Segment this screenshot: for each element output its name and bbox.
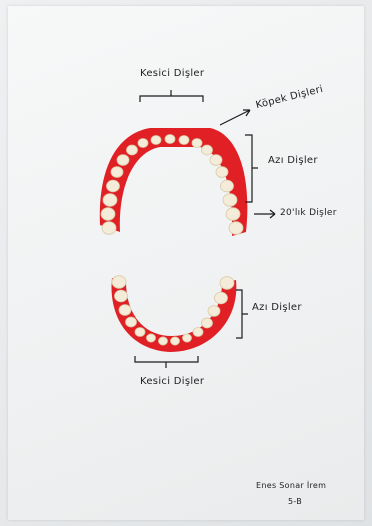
lower-tooth xyxy=(115,290,128,302)
bottom-molars-bracket xyxy=(236,290,248,338)
lower-tooth xyxy=(147,334,156,342)
lower-tooth xyxy=(171,337,180,345)
top-incisors-bracket xyxy=(140,90,203,102)
lower-tooth xyxy=(112,276,126,289)
upper-tooth xyxy=(226,208,240,221)
bottom-incisors-label: Kesici Dişler xyxy=(140,376,204,387)
lower-tooth xyxy=(126,317,137,327)
top-molars-bracket xyxy=(245,135,258,202)
upper-tooth xyxy=(210,155,222,166)
upper-tooth xyxy=(117,155,129,166)
upper-tooth xyxy=(202,145,213,155)
upper-tooth xyxy=(101,208,115,221)
signature-class: 5-B xyxy=(288,497,302,506)
top-incisors-label: Kesici Dişler xyxy=(140,68,204,79)
lower-tooth xyxy=(220,277,234,290)
upper-tooth xyxy=(111,167,123,178)
upper-tooth xyxy=(223,194,237,207)
lower-tooth xyxy=(202,318,213,328)
upper-tooth xyxy=(179,136,189,145)
upper-tooth xyxy=(127,145,138,155)
wisdom-label: 20'lık Dişler xyxy=(280,208,337,218)
upper-tooth xyxy=(102,222,116,235)
lower-tooth xyxy=(159,337,168,345)
upper-tooth xyxy=(221,180,234,192)
upper-tooth xyxy=(107,180,120,192)
upper-tooth xyxy=(165,135,175,144)
lower-tooth xyxy=(183,334,192,342)
upper-tooth xyxy=(192,139,202,148)
upper-tooth xyxy=(151,136,161,145)
lower-tooth xyxy=(135,328,145,337)
upper-tooth xyxy=(103,194,117,207)
upper-tooth xyxy=(216,167,228,178)
canine-arrow xyxy=(220,110,250,125)
lower-tooth xyxy=(193,328,203,337)
top-molars-label: Azı Dişler xyxy=(268,155,318,166)
signature-name: Enes Sonar İrem xyxy=(256,481,326,490)
wisdom-arrow xyxy=(254,210,275,218)
bottom-molars-label: Azı Dişler xyxy=(252,302,302,313)
upper-tooth xyxy=(229,222,243,235)
lower-tooth xyxy=(119,305,131,316)
bottom-incisors-bracket xyxy=(135,356,198,368)
lower-tooth xyxy=(215,292,228,304)
upper-tooth xyxy=(138,139,148,148)
lower-tooth xyxy=(208,306,220,317)
